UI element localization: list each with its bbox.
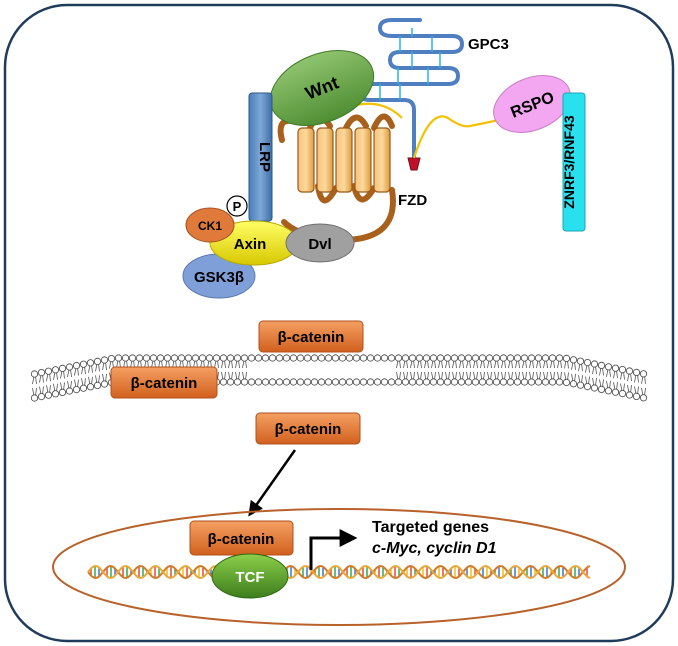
- transcription-arrow: [309, 529, 358, 570]
- dvl-node: [285, 223, 355, 263]
- tcf-node: TCF: [211, 553, 289, 599]
- target-examples-label: c-Myc, cyclin D1: [372, 540, 497, 557]
- beta-catenin-box-3: β-catenin: [255, 412, 361, 445]
- gsk3b-label: GSK3β: [194, 269, 244, 286]
- targeted-genes-label: Targeted genes: [372, 519, 489, 536]
- ck1-label: CK1: [198, 219, 222, 233]
- nucleus: [52, 508, 626, 626]
- axin-label: Axin: [234, 236, 267, 253]
- dvl-label: Dvl: [308, 236, 331, 253]
- znrf3-label: ZNRF3/RNF43: [561, 115, 577, 209]
- beta-catenin-label: β-catenin: [208, 531, 275, 548]
- fzd-receptor: [297, 127, 391, 193]
- ck1-node: [185, 207, 235, 243]
- wnt-ligand: Wnt: [269, 50, 375, 126]
- znrf3-rnf43-receptor: ZNRF3/RNF43: [561, 92, 586, 232]
- phospho-node: [226, 195, 248, 217]
- beta-catenin-box-1: β-catenin: [258, 320, 364, 353]
- beta-catenin-label: β-catenin: [131, 375, 198, 392]
- translocation-arrow: [248, 449, 297, 517]
- lrp-receptor: LRP: [248, 92, 273, 222]
- rspo-ligand: RSPO: [493, 75, 571, 133]
- cell-outline: [3, 3, 675, 643]
- destruction-complex: GSK3β Axin Dvl CK1 P: [182, 195, 355, 299]
- tcf-label: TCF: [235, 569, 264, 586]
- beta-catenin-label: β-catenin: [275, 421, 342, 438]
- gpc3-rspo-linker: [412, 115, 509, 159]
- fzd-label: FZD: [398, 192, 427, 209]
- beta-catenin-box-2: β-catenin: [110, 366, 218, 399]
- gpc3-label: GPC3: [468, 36, 509, 53]
- dna-helix: [87, 564, 591, 580]
- lrp-label: LRP: [256, 142, 273, 172]
- beta-catenin-box-nuclear: β-catenin: [189, 520, 294, 556]
- phospho-label: P: [233, 199, 242, 214]
- beta-catenin-label: β-catenin: [278, 329, 345, 346]
